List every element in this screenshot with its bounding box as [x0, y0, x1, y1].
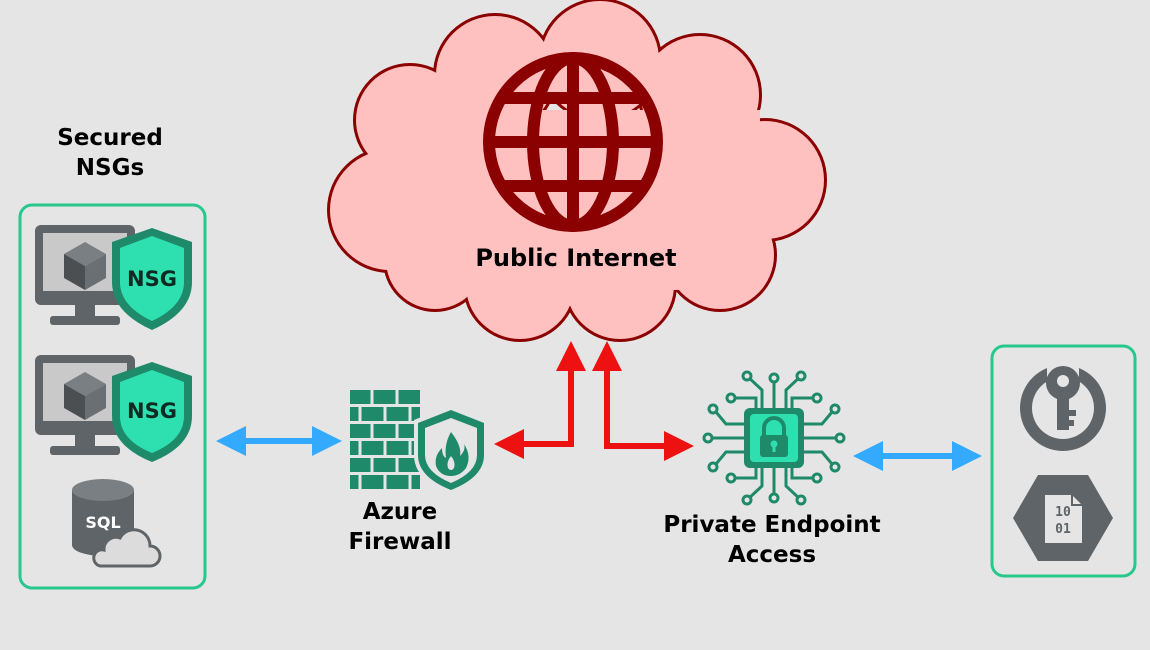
key-vault-icon [1020, 360, 1106, 451]
red-arrow-internet-endpoint [592, 341, 694, 461]
red-arrow-firewall-internet [494, 341, 586, 459]
nsg-shield-icon: NSG [112, 228, 192, 330]
services-group [990, 344, 1137, 578]
firewall-brick-flame-icon [350, 390, 488, 495]
secured-nsgs-title: Secured NSGs [20, 124, 200, 184]
nsg-badge-label: NSG [127, 399, 177, 423]
azure-firewall-label: Azure Firewall [320, 498, 480, 558]
vm-monitor-icon [35, 225, 135, 325]
secured-nsgs-group [18, 203, 207, 590]
sql-database-cloud-icon: SQL [72, 479, 162, 568]
blob-storage-icon: 10 01 [1013, 475, 1113, 561]
binary-line-1: 10 [1055, 505, 1071, 520]
chip-lock-icon [702, 370, 846, 506]
private-endpoint-label-line1: Private Endpoint [663, 512, 881, 538]
nsg-badge-label: NSG [127, 267, 177, 291]
azure-firewall-label-line2: Firewall [348, 528, 452, 555]
cube-icon [64, 242, 106, 290]
private-endpoint-label-line2: Access [727, 541, 817, 568]
private-endpoint-label: Private Endpoint Access [632, 511, 912, 571]
secured-nsgs-title-line1: Secured [57, 125, 163, 151]
cube-icon [64, 372, 106, 420]
globe-icon [483, 52, 663, 232]
secured-nsgs-title-line2: NSGs [75, 154, 145, 181]
sql-label: SQL [85, 513, 120, 532]
public-internet-label: Public Internet [475, 244, 677, 272]
nsg-shield-icon: NSG [112, 362, 192, 462]
azure-firewall-label-line1: Azure [362, 499, 438, 525]
binary-line-2: 01 [1055, 522, 1071, 537]
